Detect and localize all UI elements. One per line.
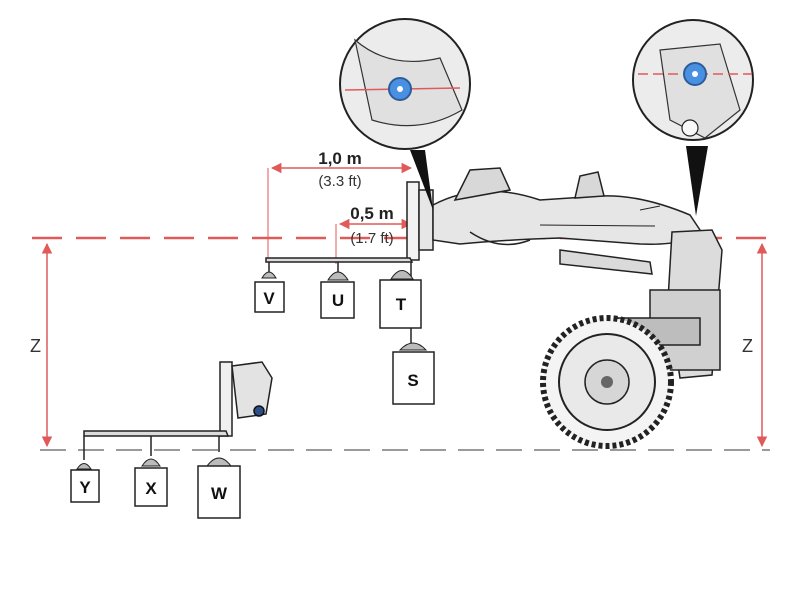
weight-label-u: U [332, 291, 344, 310]
wheel [540, 315, 674, 449]
weight-y: Y [70, 436, 100, 503]
weight-label-w: W [211, 484, 228, 503]
height-dimension-right: Z [742, 242, 768, 448]
dimension-1m-value: 1,0 m [318, 149, 361, 168]
upper-fork-carriage [265, 181, 434, 345]
lower-fork-carriage [83, 361, 273, 437]
height-label-left: Z [30, 336, 41, 356]
weight-label-s: S [407, 371, 418, 390]
weight-s: S [392, 342, 435, 405]
weight-t: T [379, 270, 422, 329]
weight-label-y: Y [79, 478, 91, 497]
dimension-1m-imperial: (3.3 ft) [318, 173, 361, 190]
weight-v: V [254, 262, 285, 313]
weight-x: X [134, 436, 168, 507]
weight-label-x: X [145, 479, 157, 498]
weight-u: U [320, 262, 355, 319]
height-dimension-left: Z [30, 242, 53, 448]
detail-callout-right [632, 19, 754, 216]
dimension-05m-value: 0,5 m [350, 204, 393, 223]
loader-machine [432, 167, 723, 379]
dimension-05m-imperial: (1.7 ft) [350, 230, 393, 247]
detail-callout-left [339, 18, 471, 210]
dimension-1m: 1,0 m (3.3 ft) [267, 149, 413, 258]
weight-label-t: T [396, 295, 407, 314]
dimension-05m: 0,5 m (1.7 ft) [335, 204, 413, 264]
weight-w: W [197, 436, 241, 519]
height-label-right: Z [742, 336, 753, 356]
weight-label-v: V [263, 289, 275, 308]
